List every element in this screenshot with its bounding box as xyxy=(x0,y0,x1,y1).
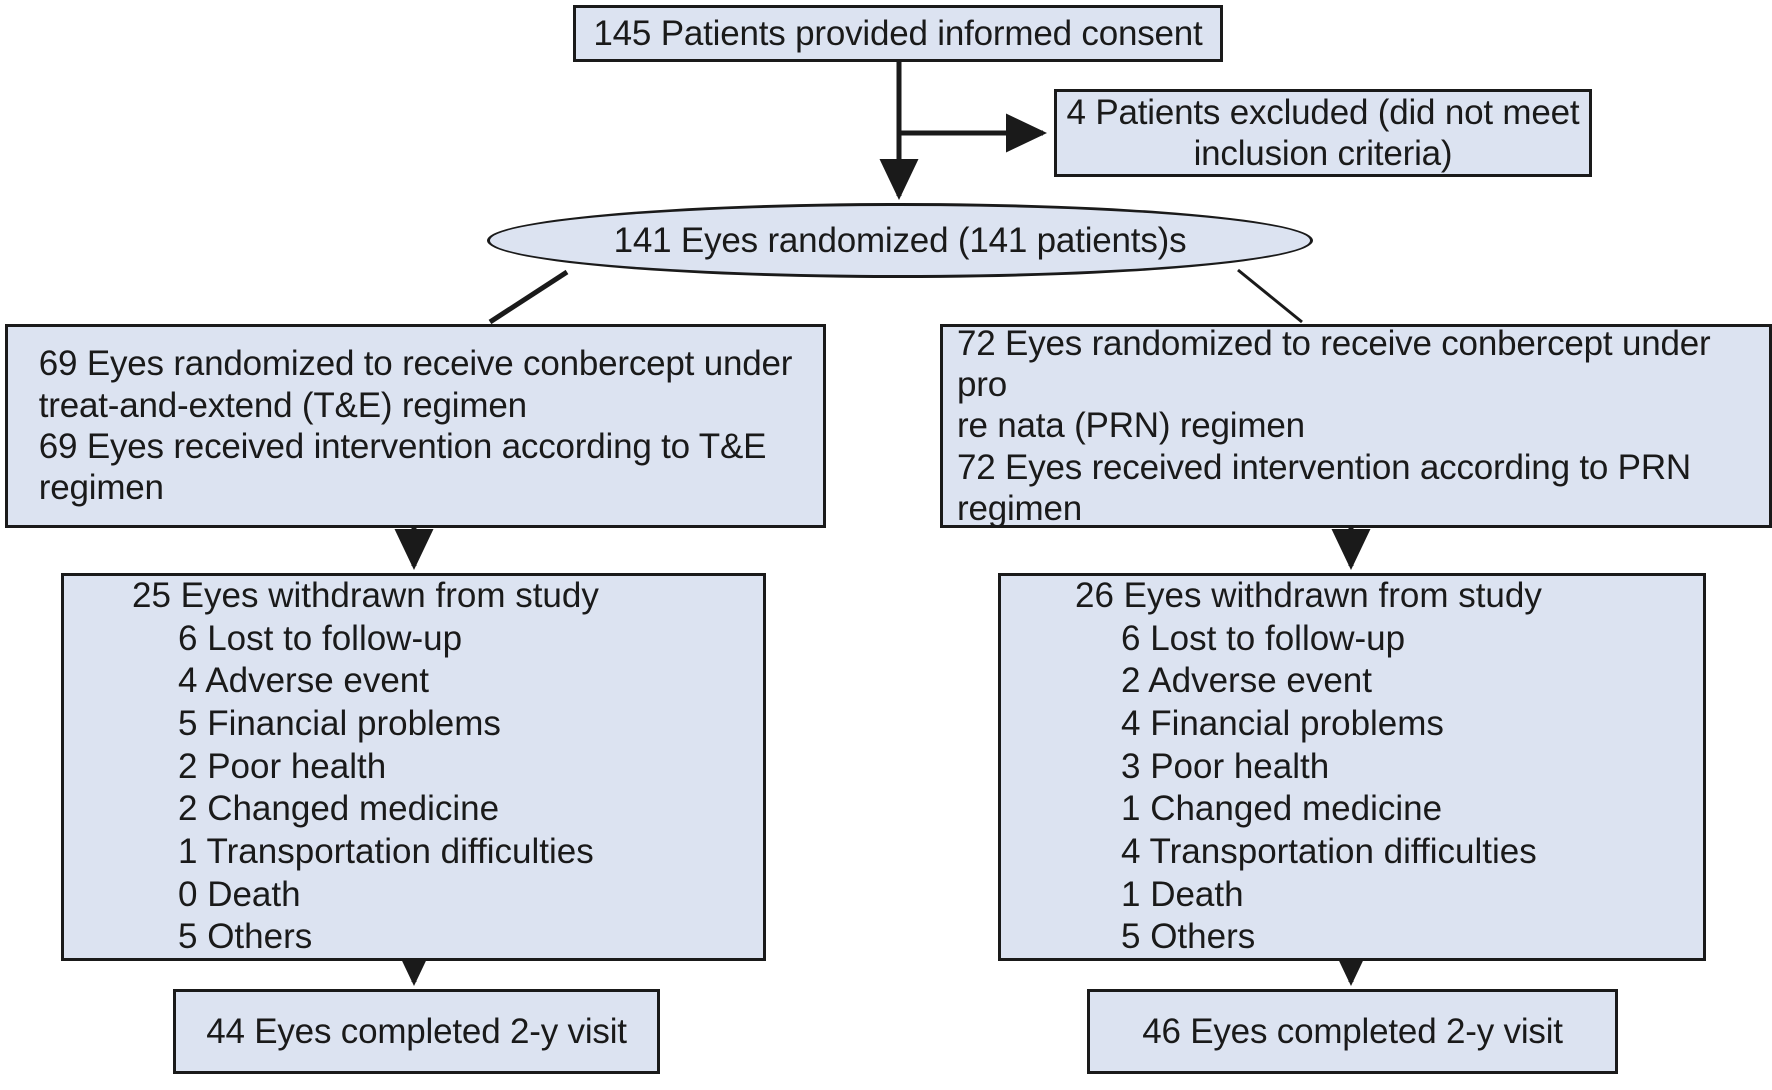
tae-reason-financial-problems: 5 Financial problems xyxy=(178,703,501,743)
prn-reason-adverse-event: 2 Adverse event xyxy=(1121,661,1372,701)
prn-reason-lost-to-follow-up: 6 Lost to follow-up xyxy=(1121,618,1406,658)
tae-reason-death: 0 Death xyxy=(178,874,301,914)
node-consent: 145 Patients provided informed consent xyxy=(573,5,1223,62)
node-tae-withdrawn: 25 Eyes withdrawn from study 6 Lost to f… xyxy=(61,573,766,961)
node-tae-completed-text: 44 Eyes completed 2-y visit xyxy=(206,1011,627,1051)
node-prn-allocation-text: 72 Eyes randomized to receive conbercept… xyxy=(957,323,1711,528)
tae-reason-transportation-difficulties: 1 Transportation difficulties xyxy=(178,832,594,872)
edge-randomized-to-prn xyxy=(1237,268,1303,324)
node-excluded: 4 Patients excluded (did not meet inclus… xyxy=(1054,89,1592,177)
node-consent-text: 145 Patients provided informed consent xyxy=(593,13,1203,53)
node-randomized-text: 141 Eyes randomized (141 patients)s xyxy=(613,220,1187,260)
edge-randomized-to-tae xyxy=(488,269,569,325)
prn-reason-death: 1 Death xyxy=(1121,874,1244,914)
prn-reason-transportation-difficulties: 4 Transportation difficulties xyxy=(1121,832,1537,872)
prn-reason-poor-health: 3 Poor health xyxy=(1121,746,1330,786)
tae-reason-others: 5 Others xyxy=(178,917,313,957)
prn-withdrawn-heading: 26 Eyes withdrawn from study xyxy=(1075,575,1542,615)
prn-reason-others: 5 Others xyxy=(1121,917,1256,957)
tae-reason-lost-to-follow-up: 6 Lost to follow-up xyxy=(178,618,463,658)
tae-reason-changed-medicine: 2 Changed medicine xyxy=(178,789,500,829)
node-excluded-text: 4 Patients excluded (did not meet inclus… xyxy=(1066,92,1580,173)
node-prn-completed-text: 46 Eyes completed 2-y visit xyxy=(1142,1011,1563,1051)
node-tae-allocation: 69 Eyes randomized to receive conbercept… xyxy=(5,324,826,528)
node-tae-completed: 44 Eyes completed 2-y visit xyxy=(173,989,660,1074)
node-randomized: 141 Eyes randomized (141 patients)s xyxy=(487,203,1313,278)
prn-reason-changed-medicine: 1 Changed medicine xyxy=(1121,789,1443,829)
prn-withdrawn-list: 26 Eyes withdrawn from study 6 Lost to f… xyxy=(1011,575,1693,959)
node-prn-completed: 46 Eyes completed 2-y visit xyxy=(1087,989,1618,1074)
node-prn-withdrawn: 26 Eyes withdrawn from study 6 Lost to f… xyxy=(998,573,1706,961)
tae-reason-poor-health: 2 Poor health xyxy=(178,746,387,786)
tae-withdrawn-list: 25 Eyes withdrawn from study 6 Lost to f… xyxy=(74,575,753,959)
node-tae-allocation-text: 69 Eyes randomized to receive conbercept… xyxy=(38,344,793,508)
prn-reason-financial-problems: 4 Financial problems xyxy=(1121,703,1444,743)
tae-reason-adverse-event: 4 Adverse event xyxy=(178,661,429,701)
node-prn-allocation: 72 Eyes randomized to receive conbercept… xyxy=(940,324,1772,528)
tae-withdrawn-heading: 25 Eyes withdrawn from study xyxy=(132,575,599,615)
